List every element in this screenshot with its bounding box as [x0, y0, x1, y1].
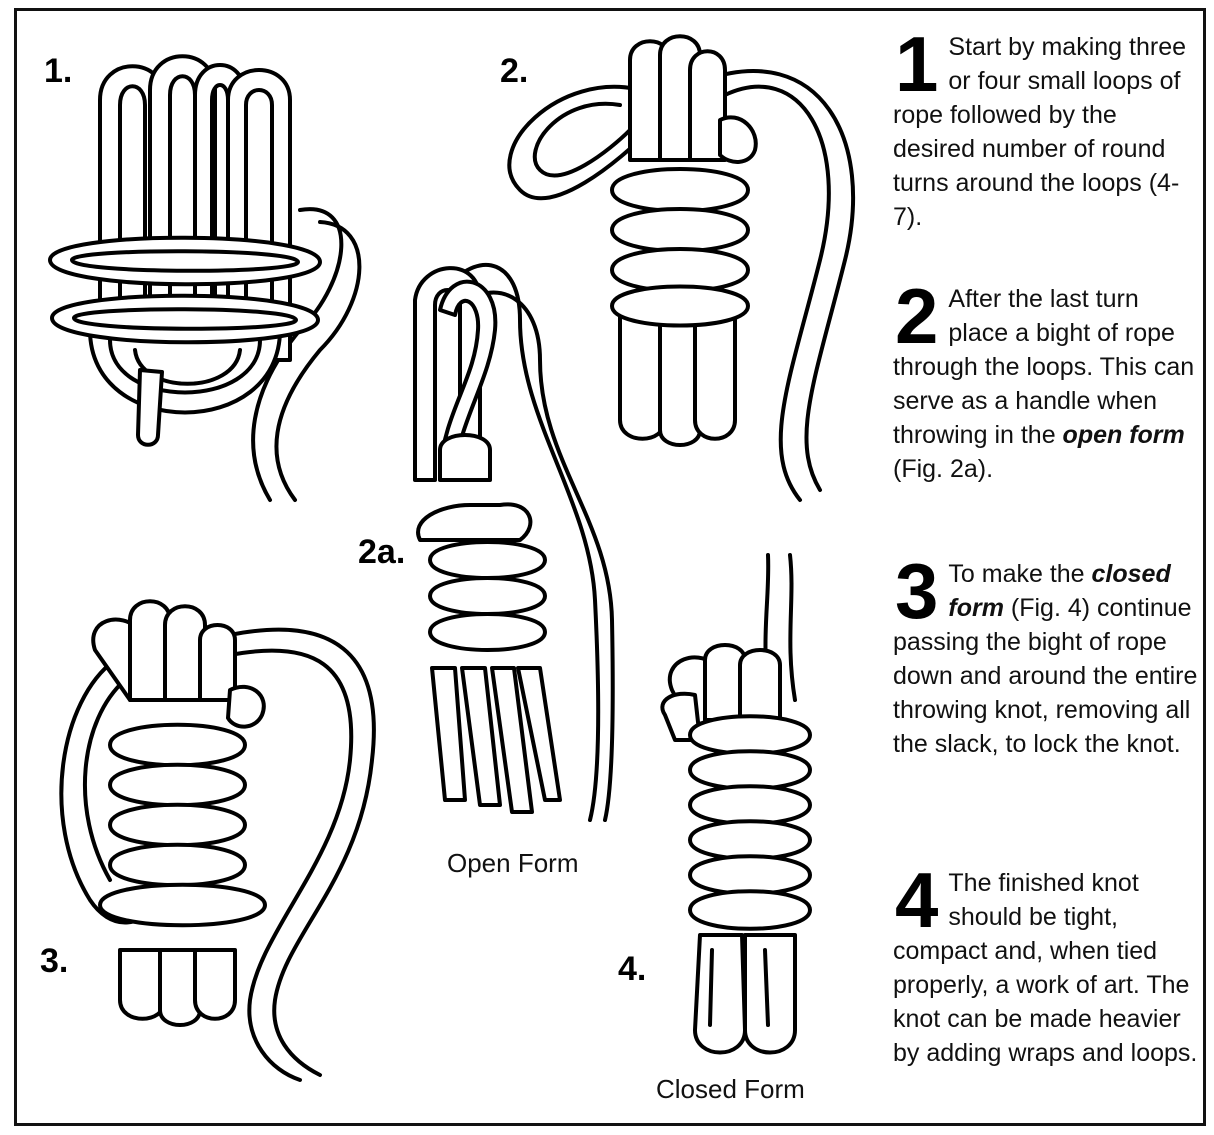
step-1-number: 1 — [895, 34, 938, 96]
step-3-text: To make the — [948, 560, 1091, 588]
step-3-text-end: (Fig. 4) continue passing the bight of r… — [893, 594, 1197, 758]
step-2-number: 2 — [895, 286, 938, 348]
step-3: 3 To make the closed form (Fig. 4) conti… — [893, 557, 1203, 761]
step-4: 4 The finished knot should be tight, com… — [893, 866, 1203, 1070]
figure-3-illustration — [61, 601, 374, 1080]
figure-2a-label: 2a. — [358, 533, 405, 572]
figure-2-illustration — [509, 36, 853, 500]
step-2-text-end: (Fig. 2a). — [893, 455, 993, 483]
figure-1-label: 1. — [44, 52, 72, 91]
figure-2-label: 2. — [500, 52, 528, 91]
step-4-number: 4 — [895, 870, 938, 932]
figure-1-illustration — [50, 56, 359, 500]
step-4-text: The finished knot should be tight, compa… — [893, 869, 1197, 1067]
step-2-emphasis: open form — [1063, 421, 1185, 449]
step-3-number: 3 — [895, 561, 938, 623]
step-1: 1 Start by making three or four small lo… — [893, 30, 1203, 234]
figure-2a-illustration — [415, 265, 613, 820]
figure-4-illustration — [662, 555, 810, 1053]
closed-form-caption: Closed Form — [656, 1074, 805, 1105]
open-form-caption: Open Form — [447, 848, 579, 879]
figure-4-label: 4. — [618, 950, 646, 989]
figure-3-label: 3. — [40, 942, 68, 981]
step-2: 2 After the last turn place a bight of r… — [893, 282, 1203, 486]
